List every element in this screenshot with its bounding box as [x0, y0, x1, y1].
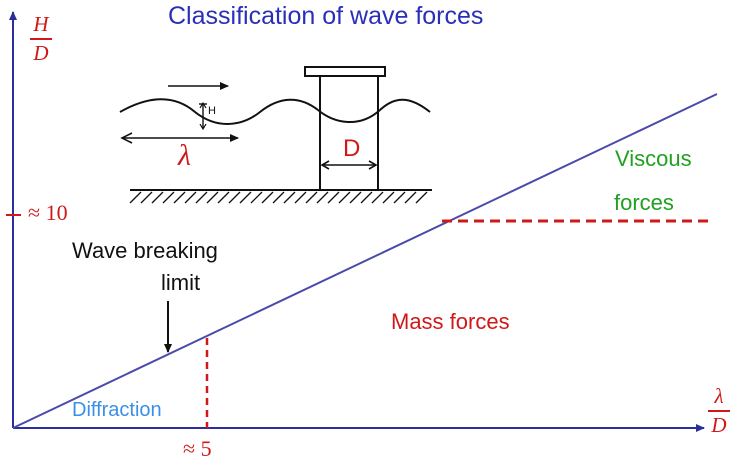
y-axis-denominator: D: [33, 41, 49, 65]
wavelength-symbol: λ: [178, 139, 191, 172]
x-marker-label: ≈ 5: [183, 436, 212, 461]
wave-surface: [119, 98, 431, 125]
y-marker-label: ≈ 10: [28, 200, 68, 225]
y-axis-numerator: H: [33, 12, 49, 36]
x-axis-numerator: λ: [714, 384, 724, 408]
fraction-bar: [30, 38, 52, 40]
diffraction-label: Diffraction: [72, 399, 162, 421]
wave-breaking-label-line2: limit: [161, 270, 201, 295]
mass-forces-label: Mass forces: [391, 309, 510, 334]
x-axis-label: λ D: [708, 386, 730, 436]
viscous-label-line1: Viscous: [615, 146, 692, 171]
y-axis-label: H D: [30, 14, 52, 64]
fraction-bar: [708, 410, 730, 412]
diagram-title: Classification of wave forces: [168, 2, 484, 30]
wave-breaking-label-line1: Wave breaking: [72, 238, 218, 263]
x-axis-denominator: D: [711, 413, 727, 437]
pile-cap: [304, 66, 386, 77]
diameter-symbol: D: [343, 135, 361, 162]
boundary-line: [12, 93, 718, 429]
seabed-hatching: [129, 191, 428, 204]
wave-pile-sketch: [119, 66, 432, 204]
viscous-label-line2: forces: [614, 190, 674, 215]
height-symbol: H: [208, 105, 216, 117]
